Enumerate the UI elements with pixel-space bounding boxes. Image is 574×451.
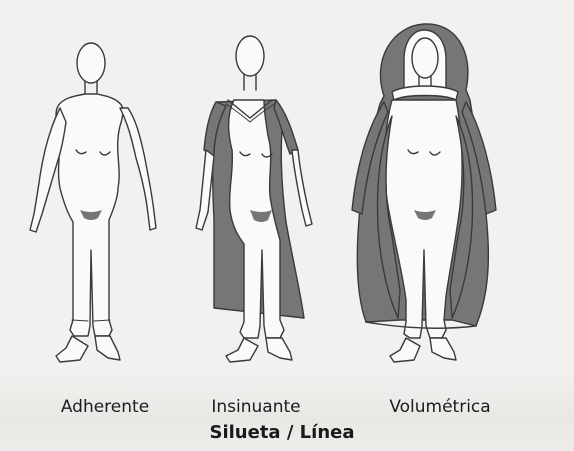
figure-adherente-feet	[56, 336, 120, 362]
figure-label-volumetrica: Volumétrica	[389, 397, 490, 417]
diagram-caption: Silueta / Línea	[210, 422, 355, 443]
figure-volumetrica-feet	[390, 338, 456, 362]
figure-label-insinuante: Insinuante	[211, 397, 300, 417]
figure-adherente	[30, 43, 156, 362]
figure-insinuante-feet	[226, 338, 292, 362]
figure-insinuante	[196, 36, 312, 362]
figure-adherente-head	[77, 43, 105, 83]
figure-label-adherente: Adherente	[61, 397, 149, 417]
figure-insinuante-head	[236, 36, 264, 76]
figure-insinuante-left-arm	[196, 150, 214, 230]
figure-volumetrica	[352, 24, 496, 362]
figure-adherente-right-arm	[120, 108, 156, 230]
figure-volumetrica-head	[412, 38, 438, 78]
figure-insinuante-right-arm	[292, 150, 312, 226]
